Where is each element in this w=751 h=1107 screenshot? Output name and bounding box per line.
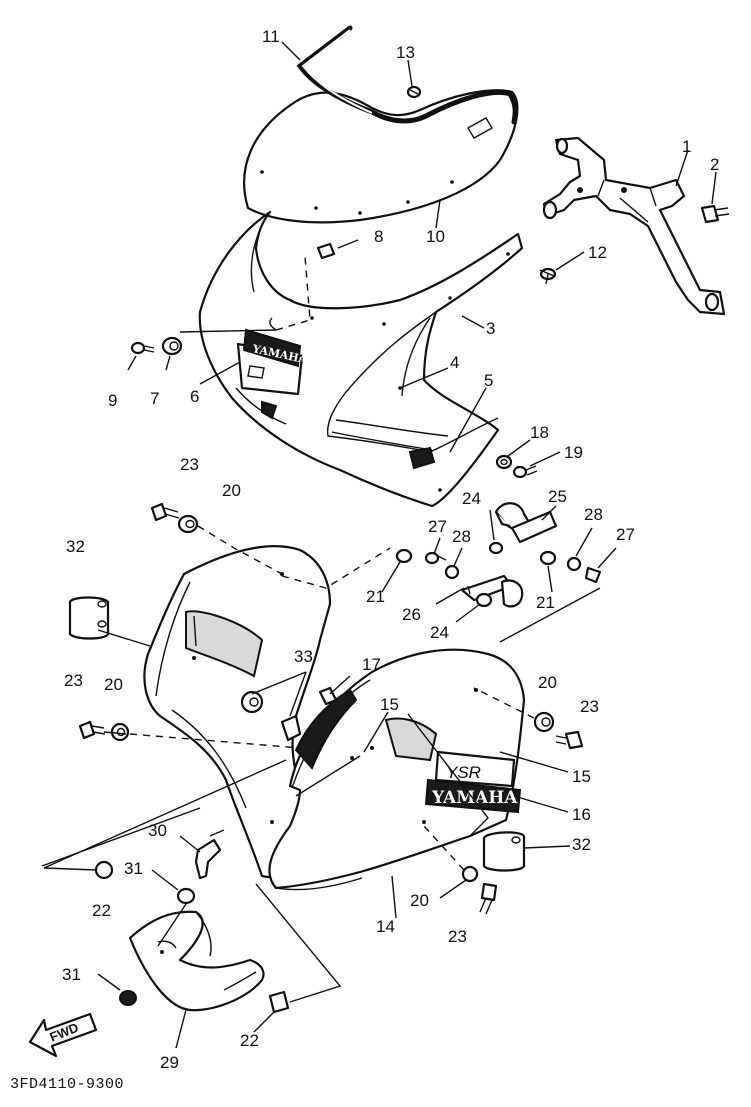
screw-23-right xyxy=(555,730,584,750)
grommet-20-upper-left xyxy=(177,514,199,534)
collar-21-right xyxy=(539,550,557,566)
callout-22b: 22 xyxy=(240,1031,259,1050)
grommet-22-upper xyxy=(94,860,114,880)
callout-27a: 27 xyxy=(428,517,447,536)
callout-7: 7 xyxy=(150,389,159,408)
callout-20b: 20 xyxy=(104,675,123,694)
callout-17: 17 xyxy=(362,655,381,674)
cowl-stay xyxy=(542,136,726,316)
callout-23c: 23 xyxy=(580,697,599,716)
callout-22a: 22 xyxy=(92,901,111,920)
grommet-22-lower xyxy=(268,990,290,1014)
side-cowl-left xyxy=(143,545,338,879)
bracket-26 xyxy=(460,574,524,608)
panel-32-left xyxy=(68,596,110,640)
callout-9: 9 xyxy=(108,391,117,410)
grommet-33-left xyxy=(240,690,264,714)
windshield-trim xyxy=(296,25,518,125)
callout-28a: 28 xyxy=(452,527,471,546)
under-cowl xyxy=(128,910,265,1012)
callout-23a: 23 xyxy=(180,455,199,474)
side-cowl-right: YSR YAMAHA xyxy=(268,648,526,891)
forward-arrow-icon: FWD xyxy=(28,1012,98,1058)
callout-24a: 24 xyxy=(462,489,481,508)
screw-8 xyxy=(316,242,336,260)
callout-5: 5 xyxy=(484,371,493,390)
callout-21a: 21 xyxy=(366,587,385,606)
callout-8: 8 xyxy=(374,227,383,246)
callout-29: 29 xyxy=(160,1053,179,1072)
callout-10: 10 xyxy=(426,227,445,246)
callout-12: 12 xyxy=(588,243,607,262)
callout-20a: 20 xyxy=(222,481,241,500)
callout-3: 3 xyxy=(486,319,495,338)
callout-2: 2 xyxy=(710,155,719,174)
nut-24-upper xyxy=(488,541,504,555)
grommet-20-lower xyxy=(461,865,479,883)
collar-21-left xyxy=(395,548,413,564)
callout-31a: 31 xyxy=(124,859,143,878)
callout-labels: 1 2 3 4 5 6 7 8 9 10 11 12 13 14 15 15 1… xyxy=(62,27,719,1072)
callout-25: 25 xyxy=(548,487,567,506)
grommet-20-mid-left xyxy=(110,722,130,742)
callout-15a: 15 xyxy=(380,695,399,714)
callout-31b: 31 xyxy=(62,965,81,984)
callout-32a: 32 xyxy=(66,537,85,556)
callout-15b: 15 xyxy=(572,767,591,786)
callout-14: 14 xyxy=(376,917,395,936)
screw-9 xyxy=(130,341,155,355)
callout-33: 33 xyxy=(294,647,313,666)
windshield xyxy=(243,89,519,224)
callout-16: 16 xyxy=(572,805,591,824)
callout-28b: 28 xyxy=(584,505,603,524)
grommet-31-lower xyxy=(119,990,137,1006)
decal-ysr-text: YSR xyxy=(446,763,481,782)
grommet-7 xyxy=(161,336,183,356)
callout-26: 26 xyxy=(402,605,421,624)
bracket-25 xyxy=(494,502,558,544)
washer-18 xyxy=(495,454,513,470)
grommet-28-right xyxy=(566,556,582,572)
grommet-20-right xyxy=(533,711,555,733)
screw-27-left xyxy=(424,551,447,565)
decal-yamaha-text: YAMAHA xyxy=(431,788,518,808)
screw-12 xyxy=(539,267,557,285)
callout-13: 13 xyxy=(396,43,415,62)
callout-32b: 32 xyxy=(572,835,591,854)
callout-11: 11 xyxy=(262,27,280,46)
callout-27b: 27 xyxy=(616,525,635,544)
screw-13 xyxy=(406,85,422,99)
callout-20d: 20 xyxy=(410,891,429,910)
callout-1: 1 xyxy=(682,137,691,156)
callout-23d: 23 xyxy=(448,927,467,946)
grommet-31-upper xyxy=(176,887,196,905)
diagram-code: 3FD4110-9300 xyxy=(10,1076,124,1093)
screw-23-upper-left xyxy=(150,502,180,522)
callout-19: 19 xyxy=(564,443,583,462)
callout-4: 4 xyxy=(450,353,459,372)
screw-23-lower xyxy=(479,882,498,915)
leader-lines xyxy=(41,41,717,1049)
screw-27-right xyxy=(584,566,602,584)
screw-23-mid-left xyxy=(78,720,106,740)
callout-23b: 23 xyxy=(64,671,83,690)
panel-32-right xyxy=(482,831,526,872)
fastener-30 xyxy=(194,829,225,880)
callout-18: 18 xyxy=(530,423,549,442)
callout-30: 30 xyxy=(148,821,167,840)
callout-24b: 24 xyxy=(430,623,449,642)
callout-20c: 20 xyxy=(538,673,557,692)
callout-6: 6 xyxy=(190,387,199,406)
callout-21b: 21 xyxy=(536,593,555,612)
nut-33-right xyxy=(280,714,302,742)
screw-19 xyxy=(512,465,538,479)
grommet-28-left xyxy=(444,564,460,580)
upper-cowl: YAMAHA xyxy=(198,210,524,508)
nut-24-lower xyxy=(475,592,493,608)
bolt-2 xyxy=(700,204,730,224)
